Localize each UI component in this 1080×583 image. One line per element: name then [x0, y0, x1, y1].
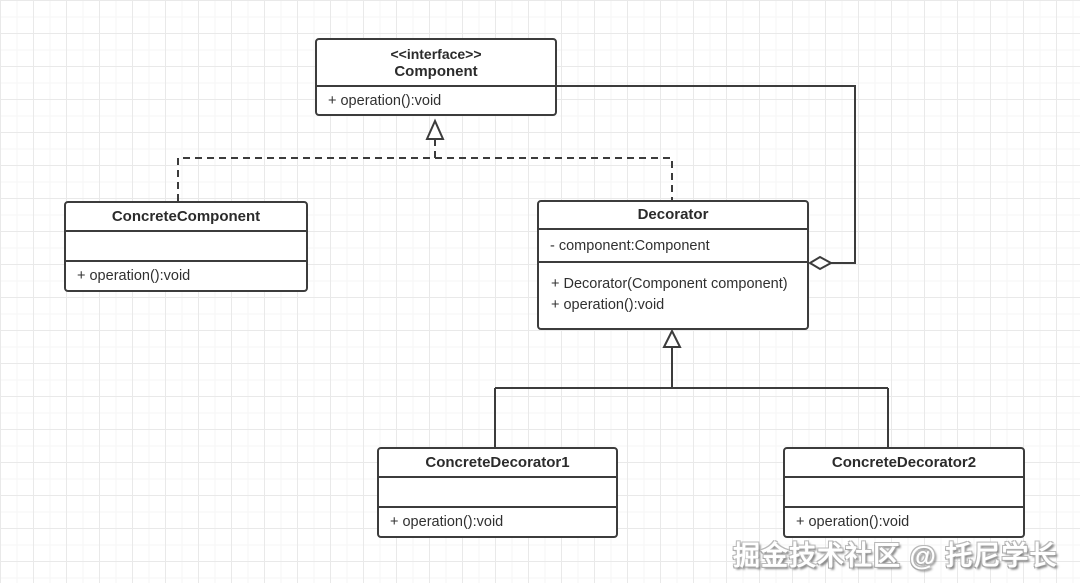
class-header: ConcreteDecorator1 — [379, 449, 616, 476]
class-name: Decorator — [637, 206, 709, 223]
class-decorator: Decorator - component:Component + Decora… — [537, 200, 809, 330]
class-header: <<interface>> Component — [317, 40, 555, 85]
class-name: ConcreteComponent — [111, 207, 261, 225]
class-concrete-decorator2: ConcreteDecorator2 + operation():void — [783, 447, 1025, 538]
class-method: + operation():void — [317, 85, 555, 114]
class-header: ConcreteDecorator2 — [785, 449, 1023, 476]
class-concrete-decorator1: ConcreteDecorator1 + operation():void — [377, 447, 618, 538]
class-header: ConcreteComponent — [66, 203, 306, 230]
class-attributes-empty — [379, 476, 616, 506]
watermark: 掘金技术社区 @ 托尼学长 — [733, 541, 1058, 571]
class-name: ConcreteDecorator1 — [425, 453, 570, 471]
class-method: + operation():void — [379, 506, 616, 536]
class-methods: + Decorator(Component component) + opera… — [539, 261, 807, 328]
inheritance-connector — [494, 328, 889, 447]
class-header: Decorator — [539, 202, 807, 228]
class-method: + operation():void — [551, 297, 665, 313]
class-stereotype: <<interface>> — [390, 45, 482, 62]
class-attribute: - component:Component — [539, 228, 807, 261]
class-component: <<interface>> Component + operation():vo… — [315, 38, 557, 116]
class-method: + operation():void — [785, 506, 1023, 536]
class-attributes-empty — [785, 476, 1023, 506]
realization-connector — [177, 118, 673, 201]
class-attributes-empty — [66, 230, 306, 260]
class-method: + Decorator(Component component) — [551, 276, 788, 292]
class-method: + operation():void — [66, 260, 306, 290]
hollow-diamond-icon — [808, 255, 834, 271]
class-name: ConcreteDecorator2 — [831, 453, 977, 471]
open-triangle-arrow-icon — [662, 328, 682, 348]
class-name: Component — [394, 62, 478, 80]
open-triangle-arrow-icon — [425, 118, 445, 140]
class-concrete-component: ConcreteComponent + operation():void — [64, 201, 308, 292]
